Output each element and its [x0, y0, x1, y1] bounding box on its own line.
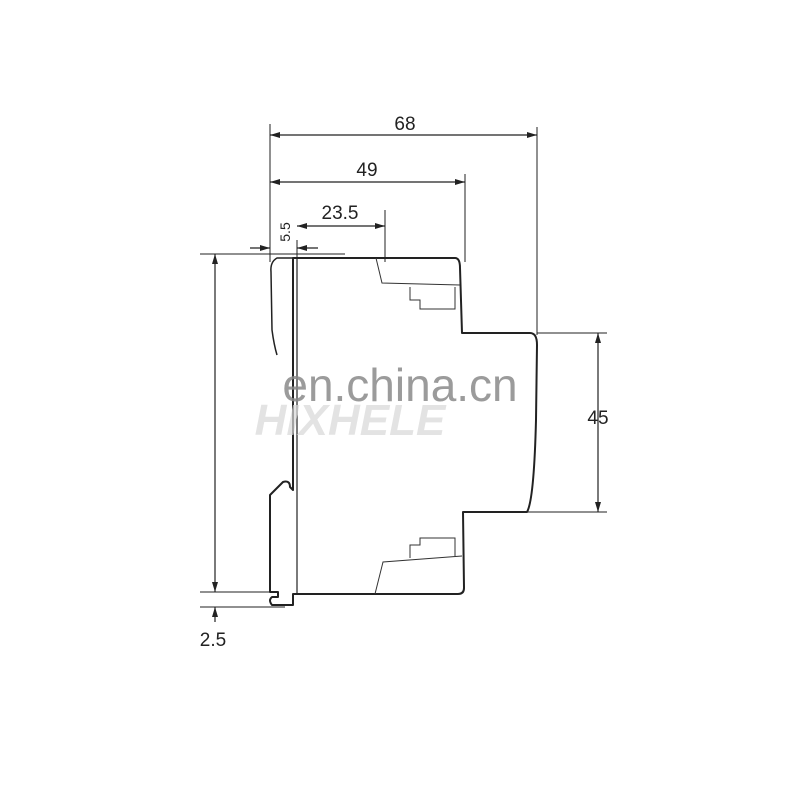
terminal-details — [374, 257, 463, 595]
watermark-site: en.china.cn — [282, 359, 517, 411]
dim-23-5-label: 23.5 — [322, 203, 359, 224]
dimension-arrows — [212, 132, 601, 622]
device-outline — [269, 257, 538, 606]
dim-5-5-label: 5.5 — [277, 222, 293, 242]
dim-68-label: 68 — [394, 114, 415, 135]
extension-lines — [200, 124, 607, 608]
dim-45-label: 45 — [587, 408, 608, 429]
dim-2-5-label: 2.5 — [200, 630, 226, 651]
watermark-brand: HIXHELE — [255, 396, 447, 445]
dim-49-label: 49 — [356, 160, 377, 181]
